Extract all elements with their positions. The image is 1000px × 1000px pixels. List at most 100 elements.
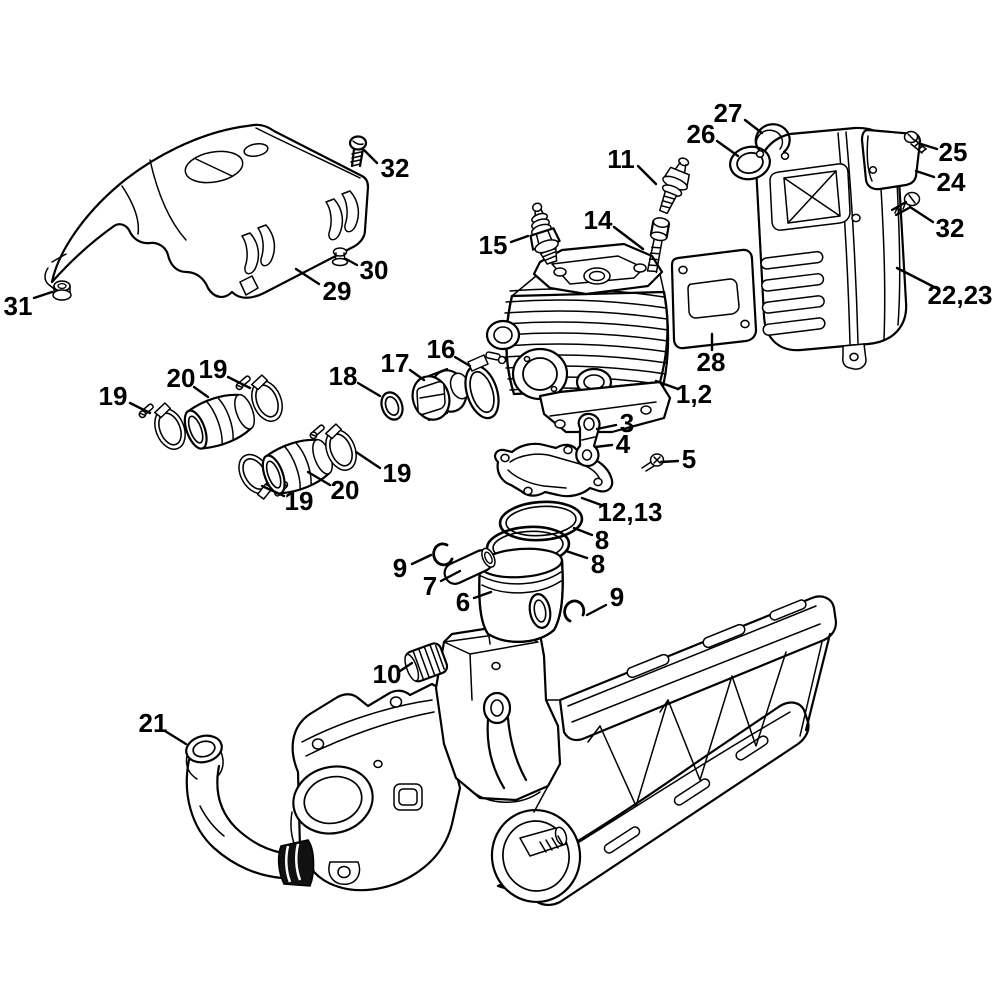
leader-line xyxy=(654,379,680,391)
leader-line xyxy=(564,549,589,560)
part-number-label: 19 xyxy=(199,354,228,384)
part-piston-6 xyxy=(478,547,564,643)
part-ring-18 xyxy=(380,391,404,421)
part-number-label: 6 xyxy=(456,587,470,617)
leader-line xyxy=(354,450,382,470)
part-bracket-3-4 xyxy=(575,412,601,468)
leader-line xyxy=(580,496,606,508)
part-number-label: 18 xyxy=(329,361,358,391)
part-number-label: 19 xyxy=(383,458,412,488)
part-screw-32-right xyxy=(890,191,921,217)
part-number-label: 8 xyxy=(595,525,609,555)
part-spark-plug-15 xyxy=(529,202,561,265)
leader-line xyxy=(362,148,379,165)
leader-line xyxy=(344,257,359,267)
part-cylinder-1-2 xyxy=(485,242,672,434)
part-clip-27 xyxy=(754,123,791,160)
part-number-label: 22,23 xyxy=(927,280,992,310)
part-number-label: 11 xyxy=(607,144,635,174)
part-number-label: 20 xyxy=(167,363,196,393)
part-circlip-9-left xyxy=(432,542,454,567)
part-number-label: 21 xyxy=(139,708,168,738)
part-bolt-14 xyxy=(646,217,671,274)
leader-line xyxy=(509,234,530,244)
part-screw-32-top-left xyxy=(348,135,368,168)
part-number-label: 19 xyxy=(285,486,314,516)
leader-line xyxy=(163,729,188,746)
leader-line xyxy=(715,139,740,158)
part-number-label: 4 xyxy=(616,429,631,459)
leader-line xyxy=(398,661,414,673)
leader-line xyxy=(32,290,54,300)
part-number-label: 10 xyxy=(373,659,402,689)
part-cover-plate-24 xyxy=(860,128,922,191)
leader-line xyxy=(919,142,939,151)
part-decompression-valve-11 xyxy=(659,157,690,215)
part-number-label: 26 xyxy=(687,119,716,149)
leader-line xyxy=(914,169,936,179)
part-number-label: 12,13 xyxy=(597,497,662,527)
part-circlip-9-right xyxy=(563,599,586,623)
part-number-label: 30 xyxy=(360,255,389,285)
leader-line xyxy=(908,205,935,224)
leader-line xyxy=(226,375,252,390)
part-clamp-19-a xyxy=(136,394,192,458)
leader-line xyxy=(895,266,940,291)
part-shroud-29 xyxy=(44,123,370,299)
part-number-label: 20 xyxy=(331,475,360,505)
leader-line xyxy=(128,401,152,415)
part-number-label: 32 xyxy=(936,213,965,243)
part-number-label: 7 xyxy=(423,571,437,601)
leader-line xyxy=(356,381,382,398)
part-number-label: 5 xyxy=(682,444,696,474)
part-plug-30 xyxy=(331,247,349,267)
leader-line xyxy=(294,267,321,286)
leader-line xyxy=(743,118,764,135)
leader-line xyxy=(453,355,472,368)
part-number-label: 15 xyxy=(479,230,508,260)
crankcase-assembly xyxy=(290,595,838,906)
leader-line xyxy=(593,443,614,449)
leader-line xyxy=(408,368,426,382)
part-clamp-16 xyxy=(464,351,507,420)
part-wrist-pin-7 xyxy=(443,547,496,585)
leader-line xyxy=(572,526,594,537)
part-number-label: 27 xyxy=(714,98,743,128)
part-number-label: 28 xyxy=(697,347,726,377)
part-number-label: 24 xyxy=(937,167,966,197)
part-screw-5 xyxy=(641,453,665,472)
part-number-label: 25 xyxy=(939,137,968,167)
part-nut-31 xyxy=(52,280,72,301)
leader-line xyxy=(410,553,433,566)
leader-line xyxy=(439,569,462,583)
part-number-label: 1,2 xyxy=(676,379,712,409)
part-muffler-22-23 xyxy=(755,126,908,370)
leader-line xyxy=(192,385,210,399)
part-number-label: 16 xyxy=(427,334,456,364)
leader-line xyxy=(306,470,332,487)
part-number-label: 8 xyxy=(591,549,605,579)
part-number-label: 3 xyxy=(620,408,634,438)
part-number-label: 31 xyxy=(4,291,33,321)
part-muffler-gasket-28 xyxy=(670,248,758,350)
part-number-label: 14 xyxy=(584,205,613,235)
part-piston-ring-8-top xyxy=(498,500,584,542)
part-intake-elbow-21 xyxy=(185,734,315,887)
part-number-label: 19 xyxy=(99,381,128,411)
leader-line xyxy=(472,590,493,600)
part-number-label: 32 xyxy=(381,153,410,183)
leader-line xyxy=(636,164,658,186)
leader-line xyxy=(585,603,608,617)
part-needle-bearing-10 xyxy=(404,642,449,683)
part-sleeve-20-a xyxy=(178,386,262,456)
part-number-label: 9 xyxy=(610,582,624,612)
part-number-label: 17 xyxy=(381,348,410,378)
leader-line xyxy=(612,225,645,251)
part-number-label: 29 xyxy=(323,276,352,306)
part-number-label: 9 xyxy=(393,553,407,583)
leader-line xyxy=(659,459,680,464)
leader-line xyxy=(595,423,618,431)
